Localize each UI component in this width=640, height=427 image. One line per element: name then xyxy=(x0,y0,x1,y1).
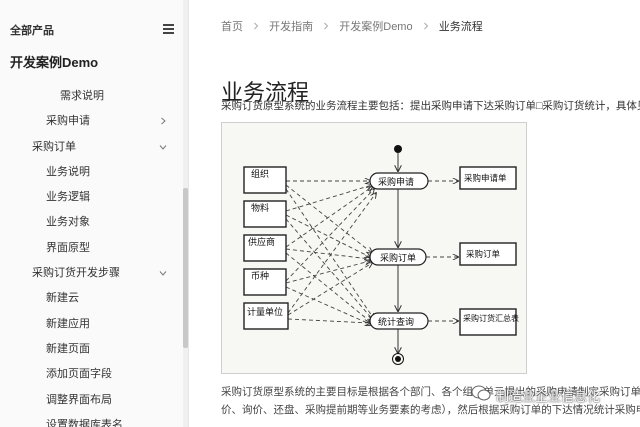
object-box xyxy=(243,302,289,330)
intro-text: 采购订货原型系统的业务流程主要包括：提出采购申请下达采购订单□采购订货统计，具体… xyxy=(221,100,640,112)
start-node xyxy=(394,145,402,153)
sidebar-item-new-cloud[interactable]: 新建云 xyxy=(0,286,183,311)
object-label: 币种 xyxy=(251,270,269,281)
all-products-label[interactable]: 全部产品 xyxy=(10,25,54,37)
sidebar-item-label: 业务说明 xyxy=(46,165,90,178)
sidebar-scrollbar-thumb[interactable] xyxy=(183,188,188,348)
output-box xyxy=(459,242,517,266)
sidebar-item-requirements[interactable]: 需求说明 xyxy=(0,84,183,109)
sidebar-item-label: 设置数据库表名 xyxy=(46,418,123,427)
sidebar-item-business-object[interactable]: 业务对象 xyxy=(0,210,183,235)
right-outputs: 采购申请单 采购订单 采购订货汇总表 xyxy=(459,166,519,336)
sidebar-item-label: 界面原型 xyxy=(46,241,90,254)
output-label: 采购订单 xyxy=(466,249,501,259)
sidebar-item-ui-prototype[interactable]: 界面原型 xyxy=(0,236,183,261)
sidebar-item-label: 新建应用 xyxy=(46,317,90,330)
hamburger-icon[interactable] xyxy=(163,24,174,34)
business-flow-diagram: 组织 物料 供应商 币种 计量单位 采购申请 采购订单 统计查询 xyxy=(221,122,527,374)
sidebar-header: 全部产品 xyxy=(0,0,188,42)
sidebar-item-purchase-request[interactable]: 采购申请 xyxy=(0,109,183,134)
activities: 采购申请 采购订单 统计查询 xyxy=(369,172,429,330)
breadcrumb-home[interactable]: 首页 xyxy=(221,21,243,33)
sidebar-item-dev-steps[interactable]: 采购订货开发步骤 xyxy=(0,261,183,286)
sidebar-item-label: 新建页面 xyxy=(46,342,90,355)
object-box xyxy=(243,234,287,262)
watermark: 制造业企业信息化 xyxy=(466,380,640,410)
chevron-right-icon[interactable] xyxy=(159,117,167,125)
left-objects: 组织 物料 供应商 币种 计量单位 xyxy=(243,166,289,330)
body-paragraph-line-1: 采购订货原型系统的主要目标是根据各个部门、各个组织单元提出的采购申请制定采购订单… xyxy=(221,386,640,398)
page-title: 业务流程 xyxy=(221,79,310,105)
sidebar-item-label: 新建云 xyxy=(46,292,79,305)
body-paragraph-line-2: 价、询价、还盘、采购提前期等业务要素的考虑），然后根据采购订单的下达情况统计采购… xyxy=(221,404,640,416)
breadcrumb-dev-guide[interactable]: 开发指南 xyxy=(269,21,314,33)
chevron-right-icon xyxy=(423,22,428,30)
sidebar-item-label: 业务对象 xyxy=(46,216,90,229)
sidebar-item-db-table[interactable]: 设置数据库表名 xyxy=(0,413,183,427)
output-box xyxy=(459,308,517,336)
activity-node xyxy=(369,248,427,266)
chevron-right-icon xyxy=(254,22,259,30)
end-node xyxy=(392,353,404,365)
breadcrumb-demo[interactable]: 开发案例Demo xyxy=(339,21,413,33)
watermark-text: 制造业企业信息化 xyxy=(496,389,601,404)
sidebar-item-new-app[interactable]: 新建应用 xyxy=(0,312,183,337)
activity-label: 采购申请 xyxy=(378,176,414,187)
activity-node xyxy=(369,172,429,190)
main-content: 首页 开发指南 开发案例Demo 业务流程 业务流程 采购订货原型系统的业务流程… xyxy=(189,0,640,427)
breadcrumb-current: 业务流程 xyxy=(438,21,483,33)
object-label: 物料 xyxy=(251,202,269,213)
chevron-down-icon[interactable] xyxy=(159,143,167,151)
sidebar-item-label: 采购订单 xyxy=(32,140,76,153)
activity-label: 采购订单 xyxy=(380,252,416,263)
sidebar-item-label: 需求说明 xyxy=(60,90,104,102)
sidebar-tree: 需求说明 采购申请 采购订单 业务说明 业务逻辑 业务对象 界面原型 采购订货开… xyxy=(0,84,183,427)
output-label: 采购订货汇总表 xyxy=(463,313,519,323)
object-label: 供应商 xyxy=(248,236,275,247)
sidebar-item-business-logic[interactable]: 业务逻辑 xyxy=(0,185,183,210)
chevron-right-icon xyxy=(324,22,329,30)
sidebar-item-label: 采购订货开发步骤 xyxy=(32,267,120,280)
wechat-logo-icon xyxy=(471,385,491,401)
object-box xyxy=(243,200,287,228)
sidebar-title: 开发案例Demo xyxy=(10,55,99,70)
sidebar-item-label: 调整界面布局 xyxy=(46,393,112,406)
object-box xyxy=(243,166,287,194)
object-label: 计量单位 xyxy=(247,306,283,317)
dependency-lines xyxy=(285,181,458,325)
end-node-core xyxy=(395,356,401,362)
chevron-down-icon[interactable] xyxy=(159,269,167,277)
object-label: 组织 xyxy=(251,168,269,179)
output-box xyxy=(459,166,517,190)
sidebar-item-purchase-order[interactable]: 采购订单 xyxy=(0,135,183,160)
output-label: 采购申请单 xyxy=(464,173,507,183)
breadcrumb: 首页 开发指南 开发案例Demo 业务流程 xyxy=(221,18,483,34)
sidebar-item-adjust-layout[interactable]: 调整界面布局 xyxy=(0,388,183,413)
sidebar-item-label: 添加页面字段 xyxy=(46,368,112,381)
activity-label: 统计查询 xyxy=(378,316,414,327)
sidebar-item-new-page[interactable]: 新建页面 xyxy=(0,337,183,362)
sidebar: 全部产品 开发案例Demo 需求说明 采购申请 采购订单 业务说明 业务逻辑 业… xyxy=(0,0,189,427)
object-box xyxy=(243,268,287,296)
sidebar-item-label: 业务逻辑 xyxy=(46,191,90,204)
diagram-canvas: 组织 物料 供应商 币种 计量单位 采购申请 采购订单 统计查询 xyxy=(243,145,519,365)
sidebar-item-add-field[interactable]: 添加页面字段 xyxy=(0,362,183,387)
sidebar-item-label: 采购申请 xyxy=(46,115,90,128)
activity-node xyxy=(369,312,429,330)
sidebar-item-business-desc[interactable]: 业务说明 xyxy=(0,160,183,185)
